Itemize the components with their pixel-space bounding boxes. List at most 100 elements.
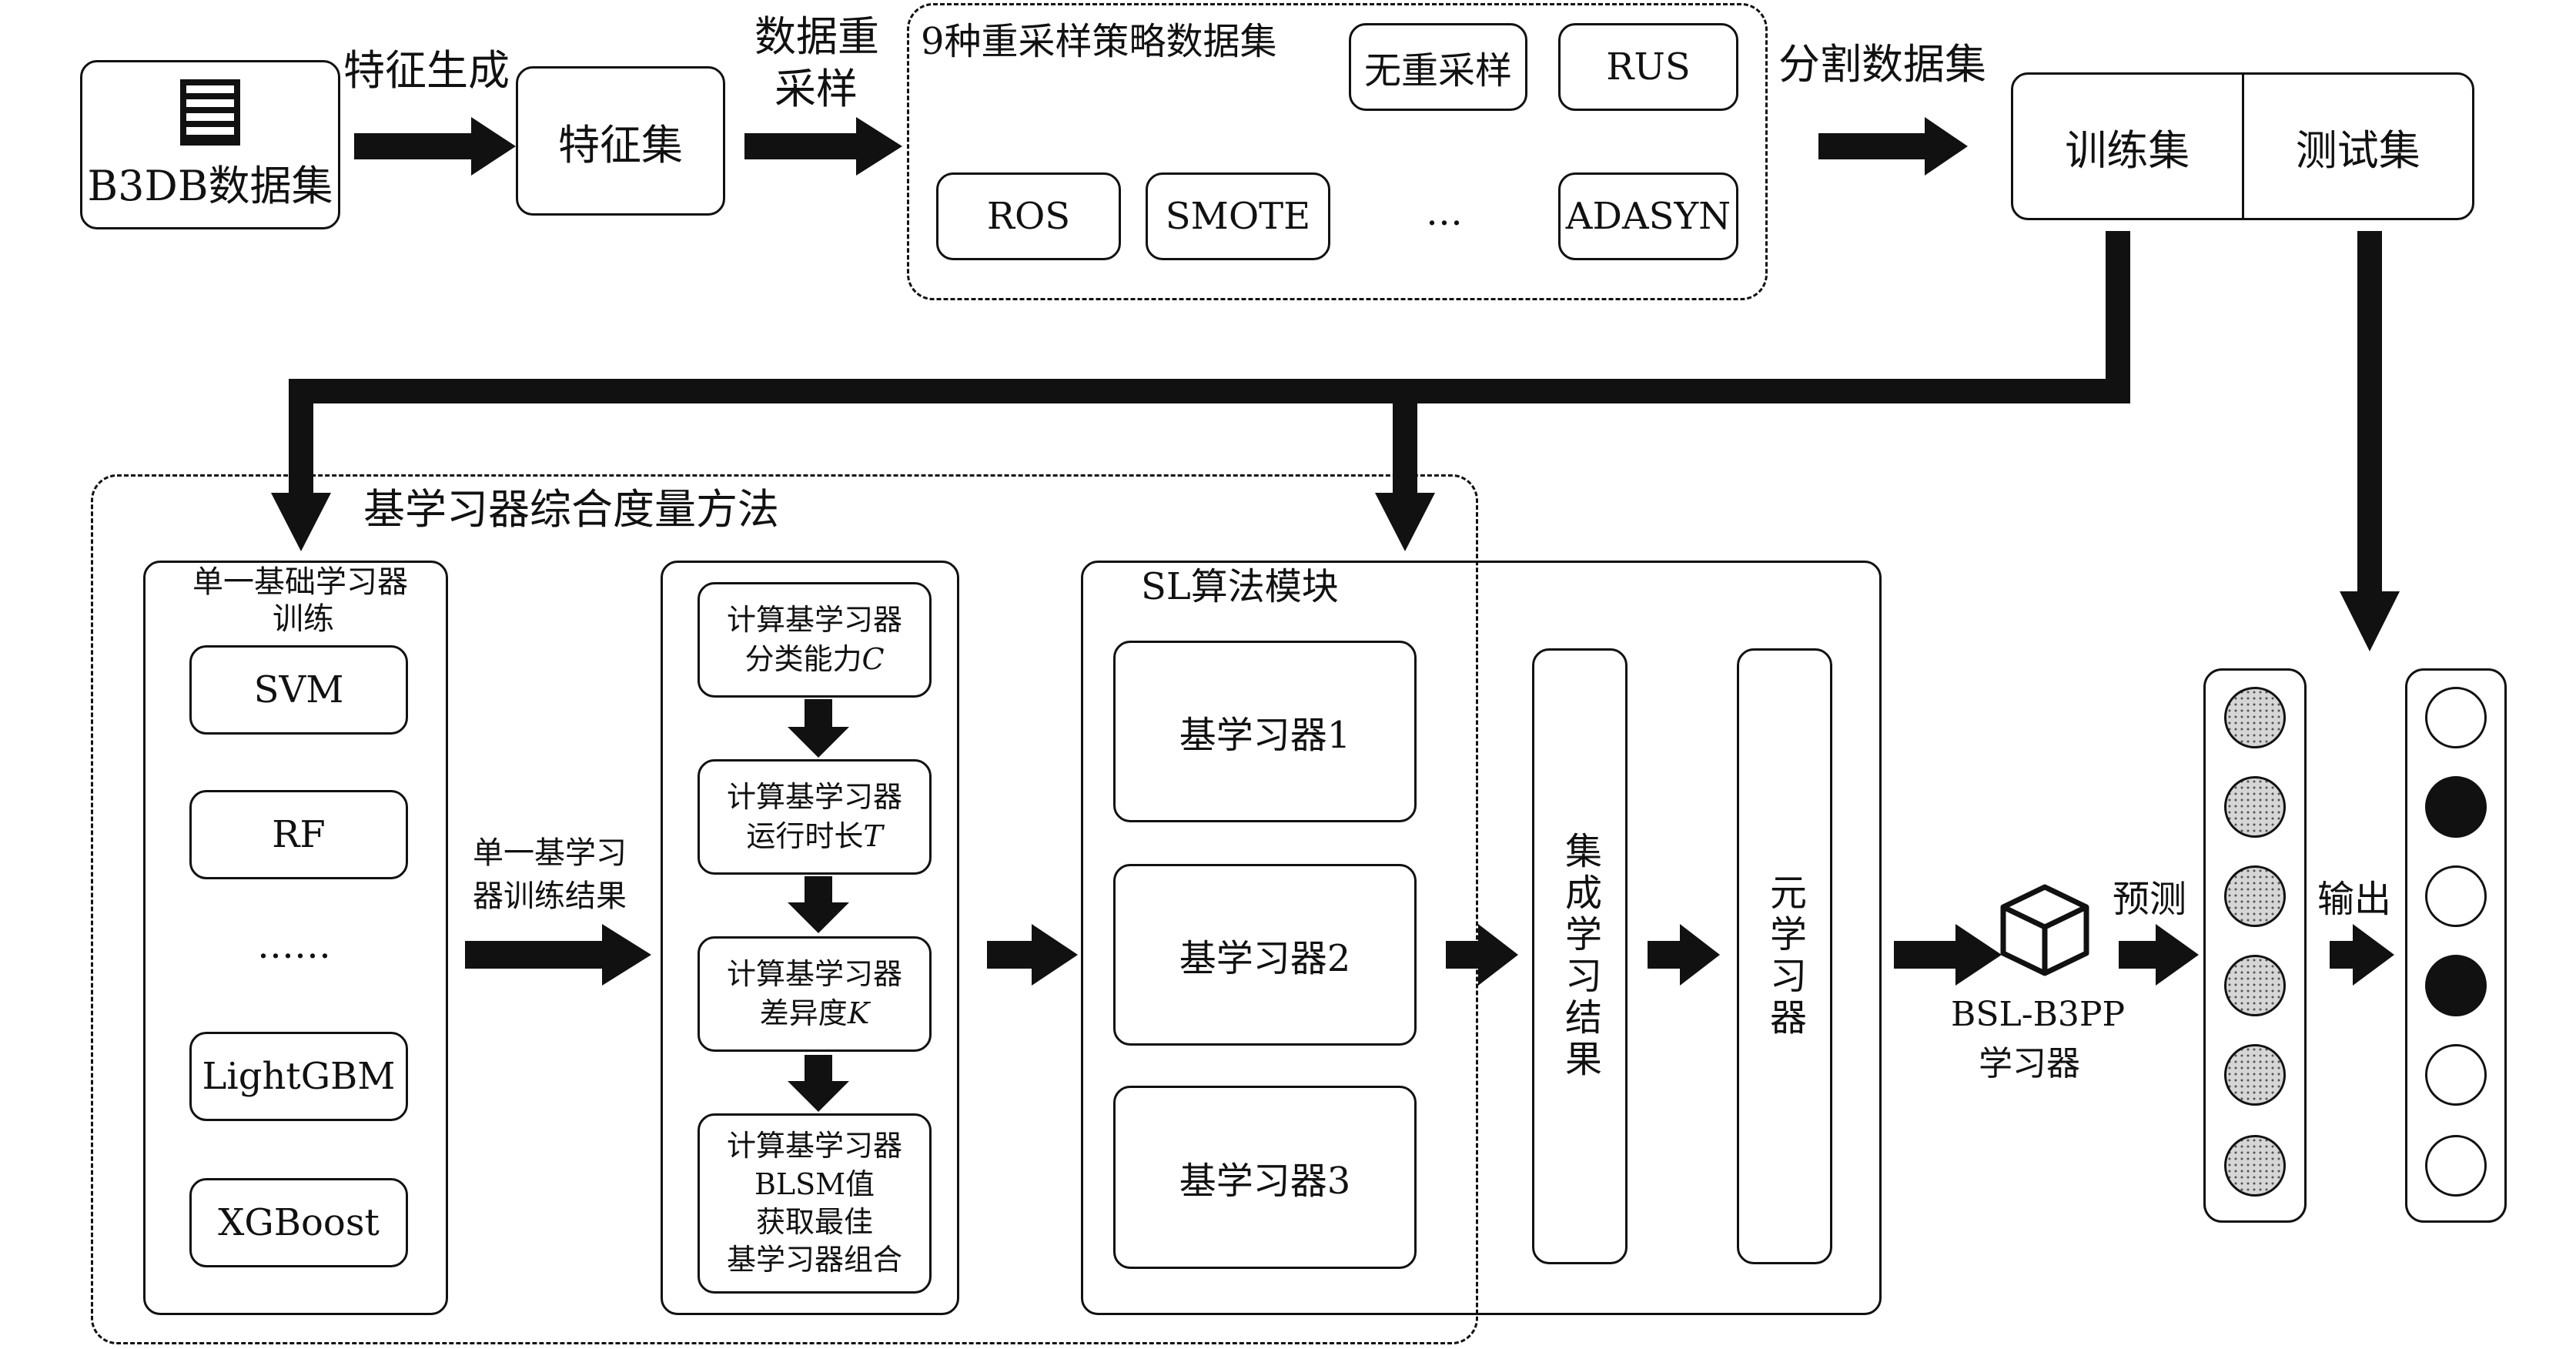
arrow-test-down-head: [2340, 591, 2400, 651]
sl-module-title: SL算法模块: [1141, 565, 1339, 608]
feature-set-box: 特征集: [516, 66, 725, 216]
arrow-to-bsl: [1894, 924, 2002, 986]
output-dot-2: [2425, 776, 2487, 838]
model-svm-label: SVM: [253, 668, 344, 711]
base-learner-1-label: 基学习器1: [1179, 714, 1351, 757]
connector-train-down: [2106, 231, 2130, 391]
meta-learner-label: 元学习器: [1763, 873, 1806, 1039]
train-set-label: 训练集: [2065, 126, 2190, 175]
output-dot-4: [2425, 955, 2487, 1016]
ensemble-result-label: 集成学习结果: [1558, 832, 1601, 1081]
train-result-line1: 单一基学习: [473, 835, 627, 871]
cube-icon: [2000, 884, 2089, 976]
arrow-mid-down-head: [1375, 493, 1435, 551]
compute-step-1-line2: 分类能力: [744, 642, 862, 676]
base-learner-2-label: 基学习器2: [1179, 937, 1351, 980]
method-adasyn-label: ADASYN: [1565, 195, 1731, 238]
model-rf: RF: [189, 790, 408, 879]
method-none-label: 无重采样: [1363, 49, 1512, 92]
train-set-cell: 训练集: [2013, 75, 2244, 218]
single-learner-title-line2: 训练: [273, 601, 334, 637]
input-dot-1: [2224, 687, 2286, 748]
arrow-to-ensemble: [1446, 924, 1518, 986]
compute-step-1-line2-wrap: 分类能力C: [744, 640, 884, 679]
database-server-icon: [180, 79, 240, 146]
compute-step-classification: 计算基学习器 分类能力C: [698, 582, 932, 698]
split-sets-box: 训练集 测试集: [2011, 72, 2474, 220]
compute-step-2-var: T: [863, 819, 883, 853]
resampling-title: 9种重采样策略数据集: [921, 20, 1277, 63]
arrow-split: [1818, 117, 1968, 176]
split-label: 分割数据集: [1778, 40, 1986, 89]
test-set-cell: 测试集: [2244, 75, 2473, 218]
compute-step-3-var: K: [847, 996, 870, 1030]
connector-train-horizontal: [289, 379, 2130, 403]
resampling-region: [907, 3, 1768, 300]
single-learner-title-line1: 单一基础学习器: [192, 564, 408, 600]
input-dot-2: [2224, 776, 2286, 838]
arrow-output: [2330, 924, 2394, 986]
model-xgboost-label: XGBoost: [218, 1201, 380, 1244]
base-learner-3: 基学习器3: [1113, 1086, 1417, 1269]
arrow-predict: [2119, 924, 2199, 986]
compute-step-3-line1: 计算基学习器: [726, 956, 902, 991]
output-column: [2405, 668, 2507, 1223]
method-ellipsis: …: [1426, 191, 1463, 234]
compute-step-diversity: 计算基学习器 差异度K: [698, 936, 932, 1052]
bsl-label-line1: BSL-B3PP: [1951, 995, 2126, 1034]
method-smote: SMOTE: [1146, 172, 1330, 260]
metric-region: [91, 474, 1478, 1344]
output-dot-1: [2425, 687, 2487, 748]
compute-step-1-var: C: [861, 642, 885, 676]
feature-gen-label: 特征生成: [343, 46, 510, 95]
model-ellipsis: ……: [257, 924, 331, 967]
bsl-label-line2: 学习器: [1979, 1044, 2080, 1083]
arrow-left-down-head: [271, 493, 331, 551]
method-rus-label: RUS: [1606, 45, 1691, 89]
arrow-resample: [744, 117, 902, 176]
compute-step-2-line2-wrap: 运行时长T: [746, 817, 882, 856]
compute-step-runtime: 计算基学习器 运行时长T: [698, 759, 932, 875]
compute-step-1-line1: 计算基学习器: [726, 602, 902, 637]
base-learner-2: 基学习器2: [1113, 864, 1417, 1046]
model-svm: SVM: [189, 645, 408, 735]
output-dot-6: [2425, 1135, 2487, 1197]
sl-module-panel: [1081, 561, 1882, 1315]
input-dot-6: [2224, 1135, 2286, 1197]
compute-step-blsm: 计算基学习器 BLSM值 获取最佳 基学习器组合: [698, 1113, 932, 1294]
arrow-feature-gen: [354, 117, 516, 176]
output-dot-3: [2425, 865, 2487, 927]
compute-step-2-line2: 运行时长: [746, 819, 864, 853]
compute-step-4-line2: BLSM值: [754, 1167, 875, 1201]
arrow-to-meta: [1648, 924, 1720, 986]
train-result-line2: 器训练结果: [473, 879, 627, 914]
compute-step-4-line4: 基学习器组合: [726, 1243, 902, 1277]
compute-panel: [661, 561, 959, 1315]
compute-step-3-line2-wrap: 差异度K: [760, 994, 869, 1033]
method-ros: ROS: [936, 172, 1121, 260]
dataset-box: B3DB数据集: [80, 60, 340, 229]
test-set-label: 测试集: [2295, 126, 2420, 175]
output-label: 输出: [2317, 878, 2392, 921]
arrow-to-sl: [987, 924, 1078, 986]
method-ros-label: ROS: [986, 195, 1071, 238]
ensemble-result-box: 集成学习结果: [1532, 648, 1628, 1264]
arrow-compute-3: [788, 1055, 849, 1112]
resample-label-line1: 数据重: [754, 12, 879, 61]
arrow-compute-1: [788, 699, 849, 758]
compute-step-4-line3: 获取最佳: [755, 1205, 873, 1239]
method-rus: RUS: [1558, 23, 1738, 111]
dataset-label: B3DB数据集: [87, 161, 333, 210]
input-column: [2203, 668, 2307, 1223]
model-xgboost: XGBoost: [189, 1178, 408, 1267]
compute-step-3-line2: 差异度: [759, 996, 848, 1030]
model-lightgbm: LightGBM: [189, 1032, 408, 1121]
feature-set-label: 特征集: [558, 120, 683, 169]
metric-region-title: 基学习器综合度量方法: [363, 485, 779, 534]
base-learner-1: 基学习器1: [1113, 641, 1417, 822]
base-learner-3-label: 基学习器3: [1179, 1160, 1351, 1203]
meta-learner-box: 元学习器: [1737, 648, 1832, 1264]
resample-label-line2: 采样: [774, 65, 858, 113]
compute-step-2-line1: 计算基学习器: [726, 779, 902, 814]
